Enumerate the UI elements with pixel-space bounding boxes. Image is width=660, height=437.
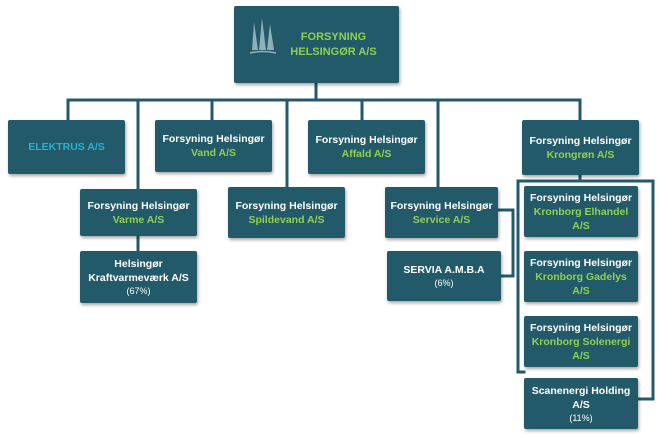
servia-line1: SERVIA A.M.B.A — [403, 264, 485, 276]
elhandel-line2: Kronborg Elhandel — [533, 205, 629, 218]
krongron-line1: Forsyning Helsingør — [529, 134, 632, 147]
vand-line2: Vand A/S — [190, 147, 237, 159]
box-scanenergi-holding: Scanenergi Holding A/S (11%) — [524, 378, 638, 429]
varme-line2: Varme A/S — [112, 213, 165, 226]
box-kronborg-elhandel: Forsyning Helsingør Kronborg Elhandel A/… — [524, 186, 638, 237]
line-krongron-left — [516, 179, 582, 374]
box-krongron: Forsyning Helsingør Krongrøn A/S — [522, 120, 639, 175]
service-line1: Forsyning Helsingør — [390, 199, 493, 212]
elhandel-line1: Forsyning Helsingør — [529, 191, 633, 204]
box-kronborg-gadelys: Forsyning Helsingør Kronborg Gadelys A/S — [524, 251, 638, 302]
top-title-line2: HELSINGØR A/S — [290, 45, 377, 58]
scanenergi-line2: A/S — [572, 398, 590, 411]
box-forsyning-helsingor-top: FORSYNING HELSINGØR A/S — [234, 6, 399, 83]
vand-line1: Forsyning Helsingør — [162, 133, 265, 145]
line-service-to-servia — [496, 208, 515, 278]
elektrus-label: ELEKTRUS A/S — [28, 141, 105, 153]
box-kronborg-solenergi: Forsyning Helsingør Kronborg Solenergi A… — [524, 316, 638, 367]
krongron-line2: Krongrøn A/S — [546, 148, 615, 161]
kraftvarme-line1: Helsingør — [114, 258, 163, 270]
box-elektrus: ELEKTRUS A/S — [8, 120, 125, 174]
kraftvarme-line2: Kraftvarmeværk A/S — [88, 272, 189, 284]
elhandel-line3: A/S — [572, 219, 590, 232]
box-vand: Forsyning Helsingør Vand A/S — [155, 120, 272, 172]
servia-ownership: (6%) — [434, 278, 454, 288]
spildevand-line1: Forsyning Helsingør — [235, 199, 338, 212]
scanenergi-ownership: (11%) — [569, 412, 593, 423]
box-servia: SERVIA A.M.B.A (6%) — [387, 251, 501, 301]
box-varme: Forsyning Helsingør Varme A/S — [80, 189, 197, 236]
gadelys-line1: Forsyning Helsingør — [529, 256, 633, 269]
gadelys-line2: Kronborg Gadelys — [535, 270, 627, 283]
solenergi-line1: Forsyning Helsingør — [529, 321, 633, 334]
affald-line2: Affald A/S — [341, 148, 392, 160]
affald-line1: Forsyning Helsingør — [315, 134, 418, 146]
solenergi-line3: A/S — [572, 349, 590, 362]
spildevand-line2: Spildevand A/S — [248, 213, 325, 226]
solenergi-line2: Kronborg Solenergi — [531, 335, 631, 348]
box-service: Forsyning Helsingør Service A/S — [385, 187, 498, 238]
top-title-line1: FORSYNING — [300, 30, 367, 43]
varme-line1: Forsyning Helsingør — [87, 199, 190, 212]
line-krongron-right — [578, 173, 655, 401]
gadelys-line3: A/S — [572, 284, 590, 297]
service-line2: Service A/S — [412, 213, 471, 226]
box-kraftvarmevaerk: Helsingør Kraftvarmeværk A/S (67%) — [80, 251, 197, 303]
sail-logo-icon — [249, 18, 277, 54]
kraftvarme-ownership: (67%) — [126, 286, 151, 296]
scanenergi-line1: Scanenergi Holding — [531, 384, 631, 397]
box-affald: Forsyning Helsingør Affald A/S — [308, 120, 425, 174]
box-spildevand: Forsyning Helsingør Spildevand A/S — [228, 187, 345, 238]
